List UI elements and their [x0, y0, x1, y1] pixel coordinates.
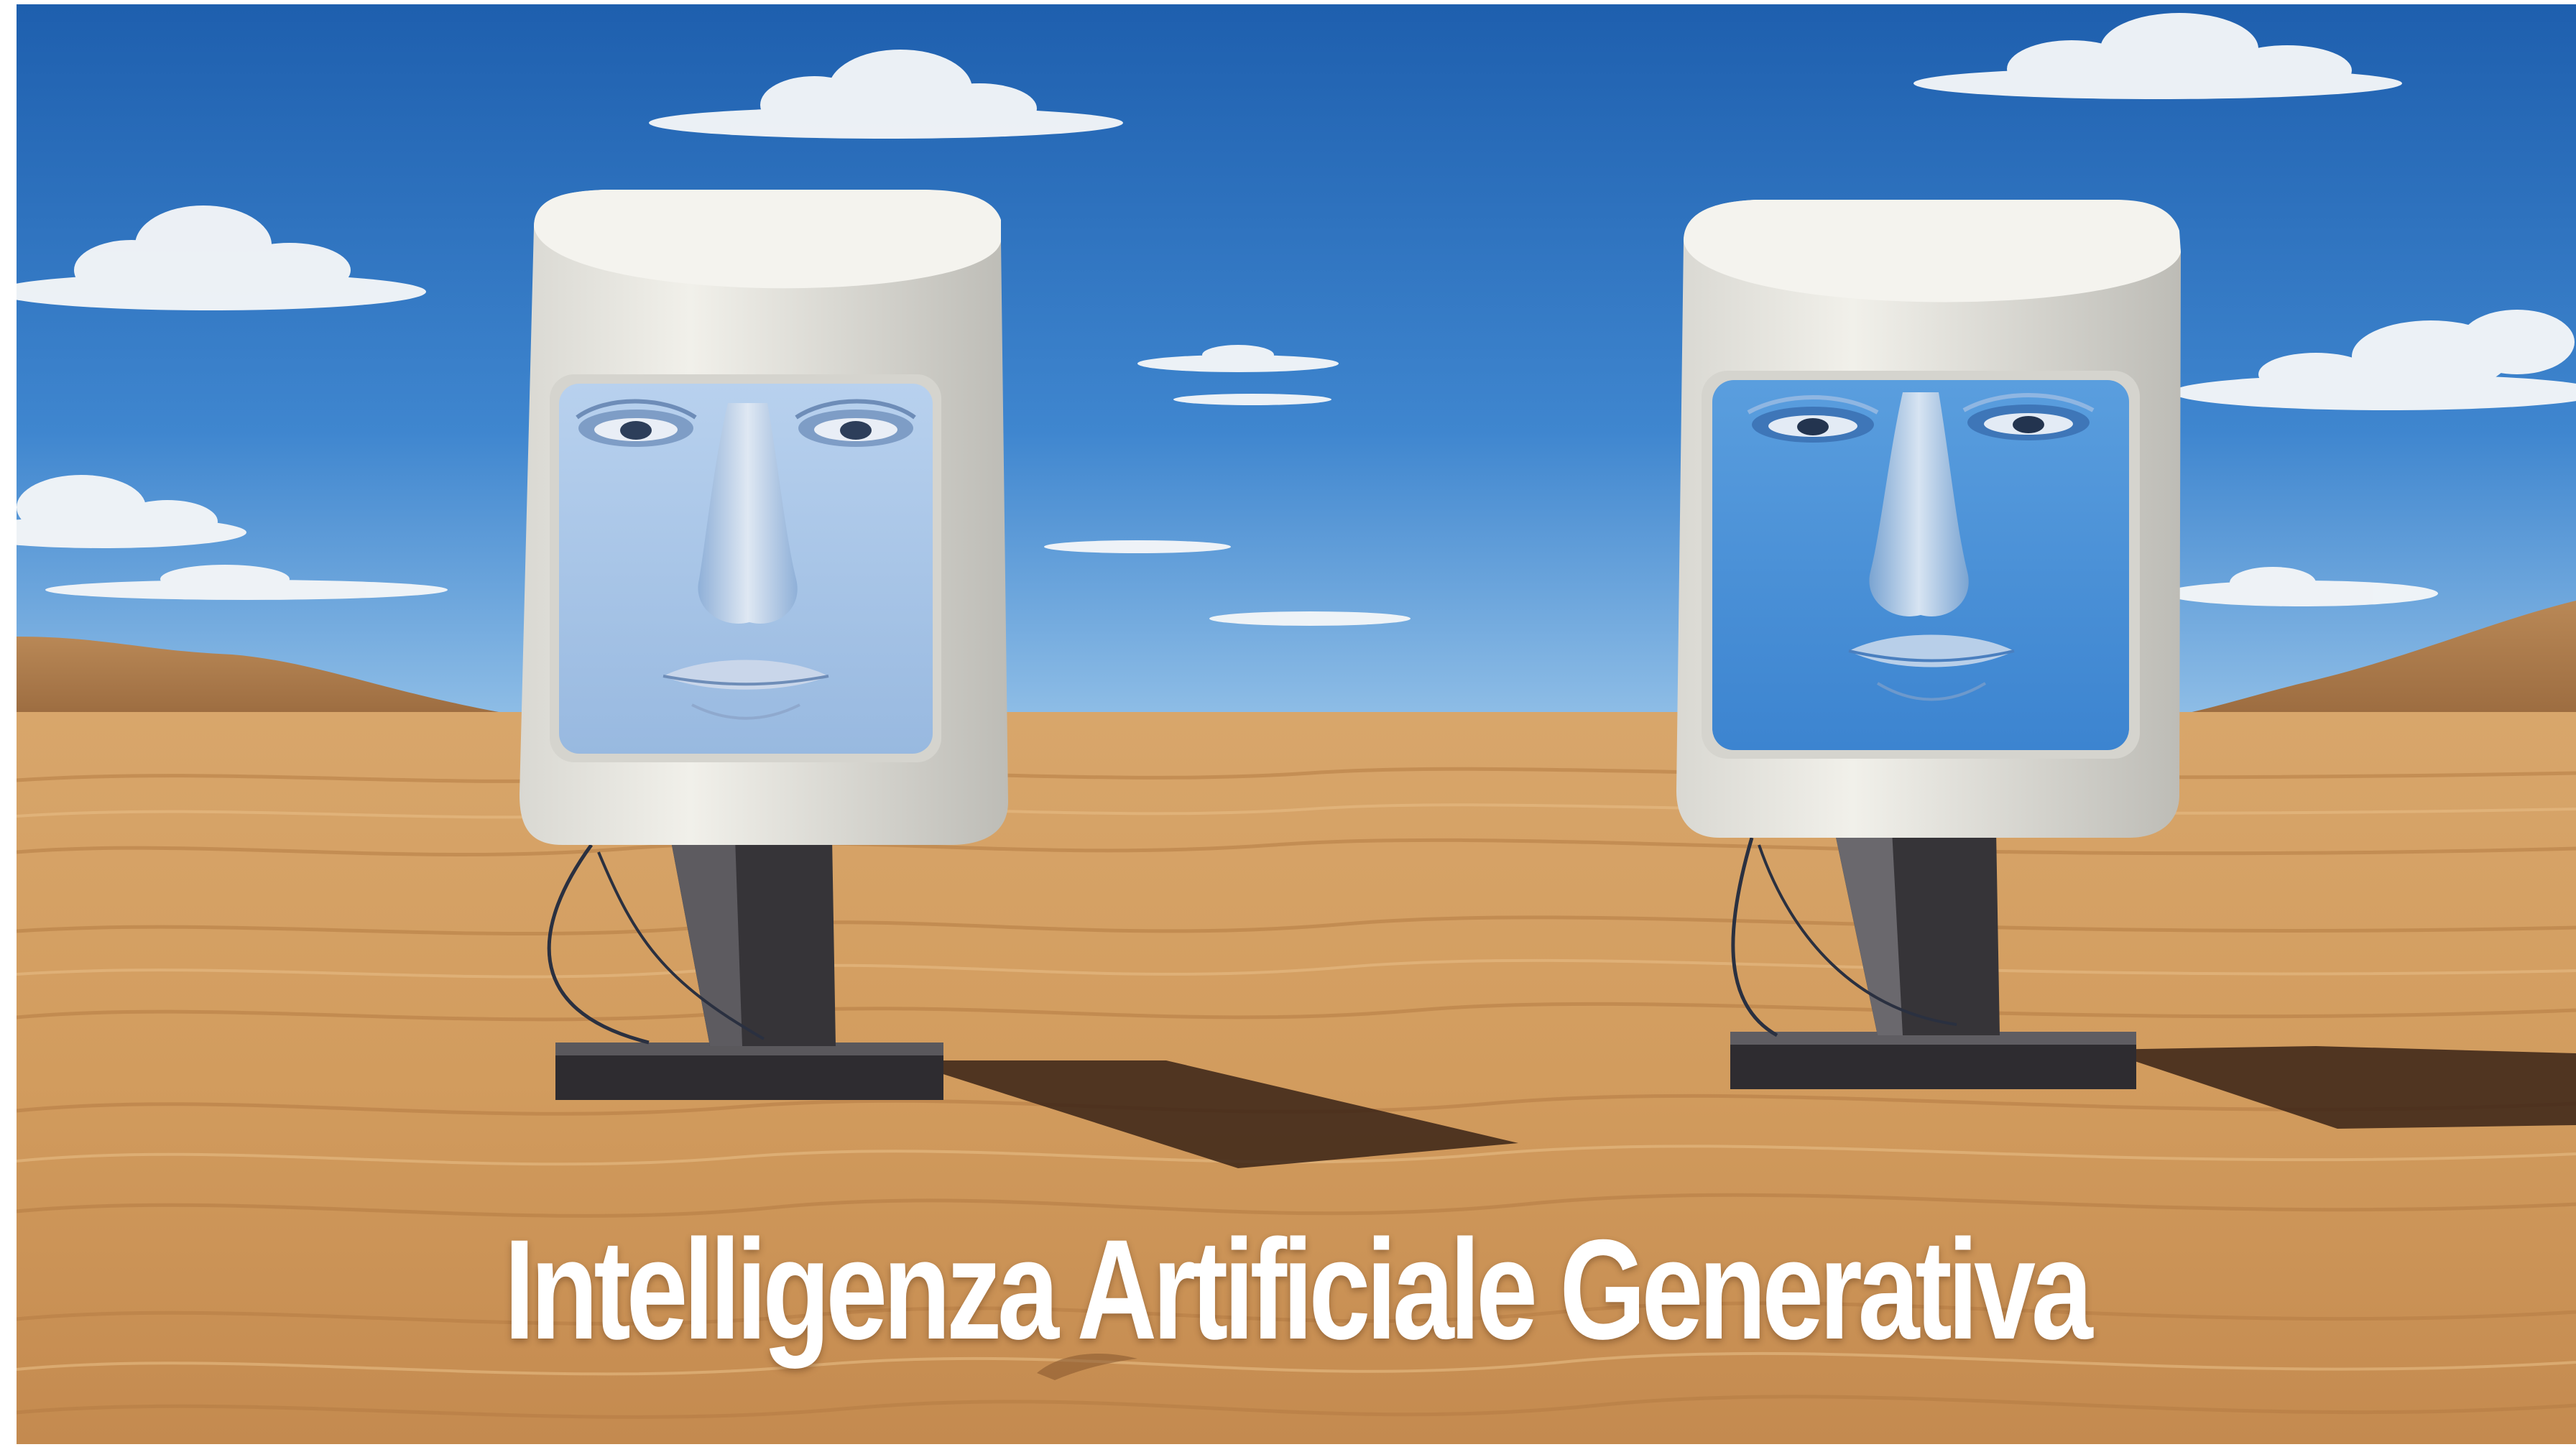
- headline-title: Intelligenza Artificiale Generativa: [504, 1210, 2093, 1369]
- desert-scene-illustration: [17, 4, 2576, 1444]
- right-monitor-figure: [1676, 200, 2181, 1089]
- left-monitor-figure: [520, 190, 1008, 1100]
- poster-frame: Intelligenza Artificiale Generativa: [17, 4, 2576, 1444]
